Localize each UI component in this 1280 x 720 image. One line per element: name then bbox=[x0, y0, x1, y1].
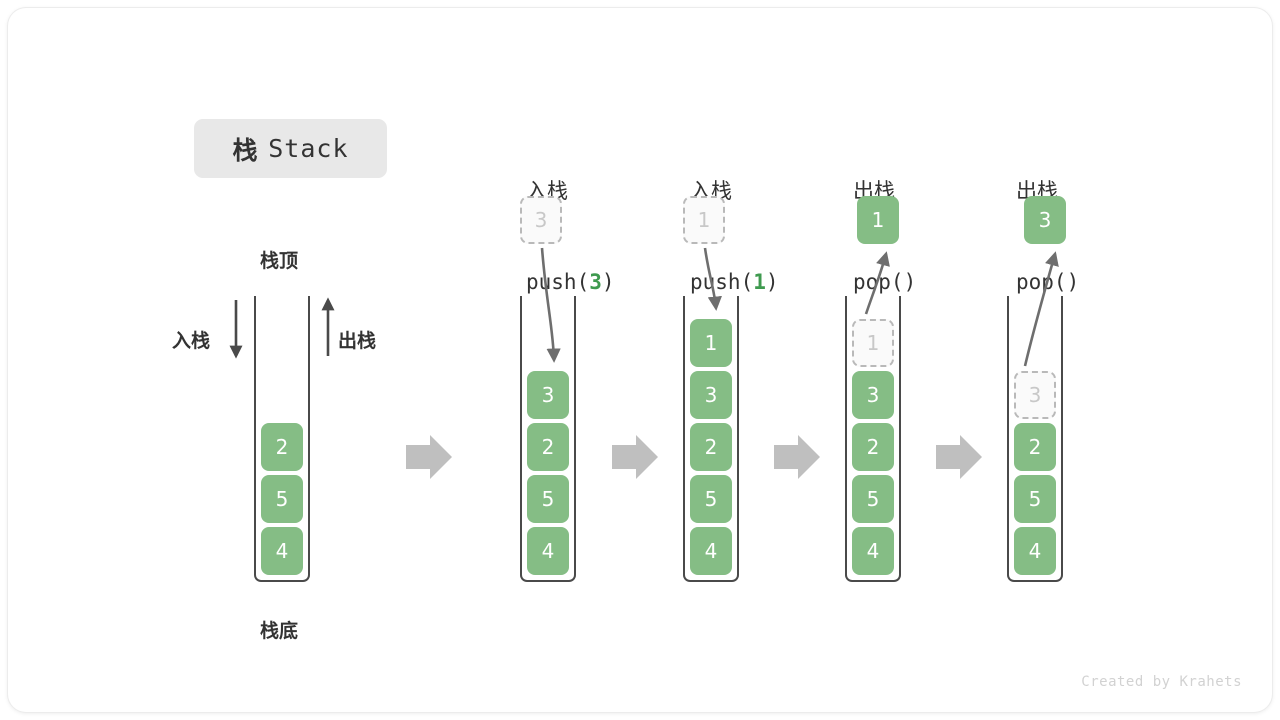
stack-cell-3-2: 2 bbox=[852, 423, 894, 471]
stack-container-1 bbox=[520, 296, 576, 582]
stack-cell-2-4: 4 bbox=[690, 527, 732, 575]
popped-value-text-1: 1 bbox=[871, 208, 885, 232]
stack-cell-3-0: 1 bbox=[852, 319, 894, 367]
pop-side-label: 出栈 bbox=[338, 330, 377, 352]
code-suffix-3: ) bbox=[1066, 270, 1080, 295]
transition-arrow-0 bbox=[406, 435, 452, 479]
transition-arrow-2 bbox=[774, 435, 820, 479]
stack-cell-0-0: 2 bbox=[261, 423, 303, 471]
operation-code-0: push(3) bbox=[526, 267, 615, 297]
code-suffix-1: ) bbox=[765, 270, 779, 295]
stack-cell-4-3: 4 bbox=[1014, 527, 1056, 575]
push-side-label: 入栈 bbox=[172, 330, 211, 352]
popped-value-box-1: 1 bbox=[857, 196, 899, 244]
operation-label-push-3: 入栈 push(3) bbox=[526, 115, 615, 359]
incoming-value-box-3: 3 bbox=[520, 196, 562, 244]
page-title: 栈 Stack bbox=[194, 119, 387, 178]
operation-code-1: push(1) bbox=[690, 267, 779, 297]
stack-cell-2-0: 1 bbox=[690, 319, 732, 367]
stack-cell-2-1: 3 bbox=[690, 371, 732, 419]
stack-cell-3-3: 5 bbox=[852, 475, 894, 523]
operation-code-3: pop() bbox=[1016, 267, 1079, 297]
stack-cell-2-3: 5 bbox=[690, 475, 732, 523]
code-prefix-0: push( bbox=[526, 270, 590, 295]
stack-cell-3-1: 3 bbox=[852, 371, 894, 419]
stack-cell-0-1: 5 bbox=[261, 475, 303, 523]
stack-container-3 bbox=[845, 296, 901, 582]
code-prefix-2: pop( bbox=[853, 270, 904, 295]
stack-cell-0-2: 4 bbox=[261, 527, 303, 575]
incoming-value-text-3: 3 bbox=[534, 208, 548, 232]
code-suffix-0: ) bbox=[601, 270, 615, 295]
stack-cell-1-1: 2 bbox=[527, 423, 569, 471]
stack-cell-1-3: 4 bbox=[527, 527, 569, 575]
stack-top-label: 栈顶 bbox=[260, 250, 299, 272]
stack-cell-1-2: 5 bbox=[527, 475, 569, 523]
incoming-value-box-1: 1 bbox=[683, 196, 725, 244]
code-arg-1: 1 bbox=[753, 270, 766, 295]
stack-cell-4-1: 2 bbox=[1014, 423, 1056, 471]
transition-arrow-3 bbox=[936, 435, 982, 479]
footer-credit: Created by Krahets bbox=[1081, 674, 1242, 690]
stack-cell-2-2: 2 bbox=[690, 423, 732, 471]
title-en: Stack bbox=[268, 134, 349, 163]
popped-value-text-3: 3 bbox=[1038, 208, 1052, 232]
incoming-value-text-1: 1 bbox=[697, 208, 711, 232]
code-suffix-2: ) bbox=[903, 270, 917, 295]
stack-cell-1-0: 3 bbox=[527, 371, 569, 419]
diagram-canvas: 栈 Stack 入栈 push(3) 入栈 push(1) 出栈 pop() 出… bbox=[8, 8, 1272, 712]
stack-container-4 bbox=[1007, 296, 1063, 582]
title-cn: 栈 bbox=[232, 135, 259, 165]
popped-value-box-3: 3 bbox=[1024, 196, 1066, 244]
code-prefix-3: pop( bbox=[1016, 270, 1067, 295]
transition-arrow-1 bbox=[612, 435, 658, 479]
stack-container-2 bbox=[683, 296, 739, 582]
stack-bottom-label: 栈底 bbox=[260, 620, 299, 642]
code-prefix-1: push( bbox=[690, 270, 754, 295]
code-arg-0: 3 bbox=[589, 270, 602, 295]
stack-cell-4-0: 3 bbox=[1014, 371, 1056, 419]
arrow-overlay bbox=[229, 247, 1059, 479]
stack-container-0 bbox=[254, 296, 310, 582]
stack-cell-4-2: 5 bbox=[1014, 475, 1056, 523]
operation-code-2: pop() bbox=[853, 267, 916, 297]
stack-cell-3-4: 4 bbox=[852, 527, 894, 575]
